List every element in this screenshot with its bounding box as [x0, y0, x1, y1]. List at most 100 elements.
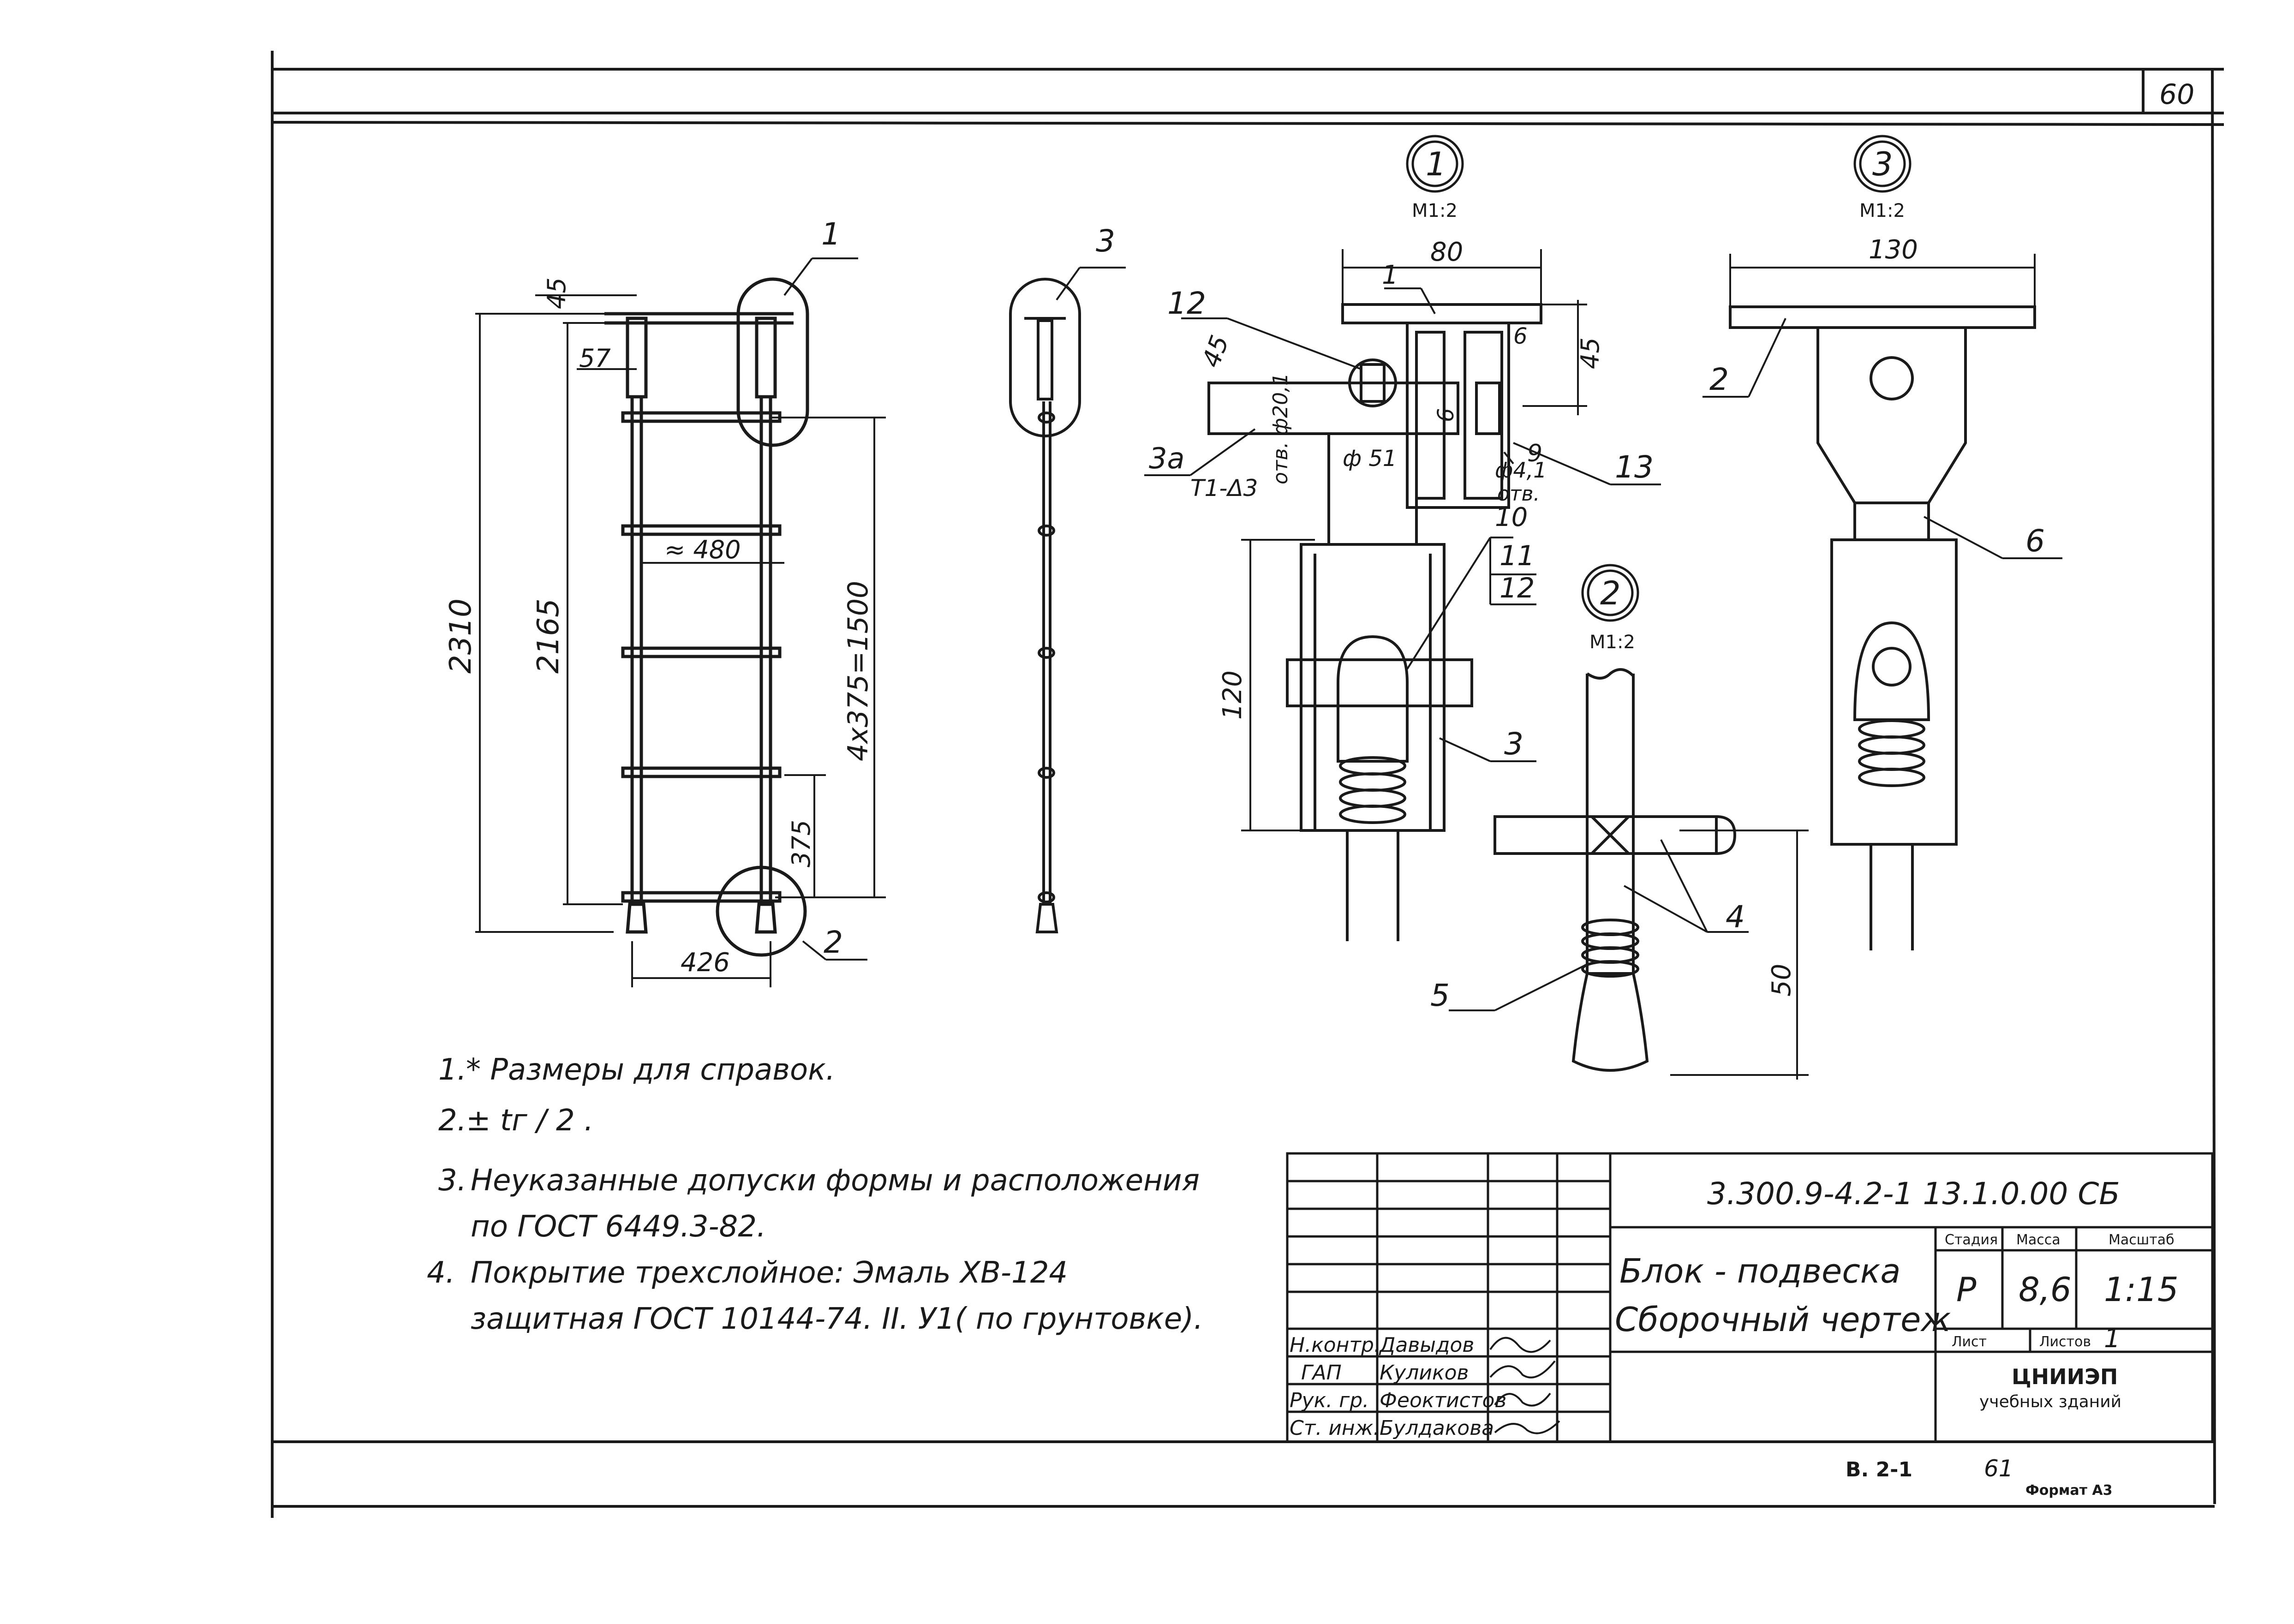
view-3-marker — [1853, 135, 1912, 193]
view-3-number: 3 — [1872, 145, 1893, 183]
view-1-scale: М1:2 — [1412, 200, 1458, 221]
callout-3a: 3а — [1149, 442, 1184, 475]
note-1-num: 1. — [438, 1053, 466, 1087]
dim-80: 80 — [1430, 237, 1463, 267]
signer-role: ГАП — [1301, 1361, 1342, 1385]
callout-4: 4 — [1726, 899, 1745, 935]
title-line-1: Блок - подвеска — [1619, 1252, 1901, 1290]
ladder-dimensions — [475, 294, 886, 987]
dim-50: 50 — [1767, 964, 1797, 997]
callout-5: 5 — [1430, 978, 1450, 1013]
col-scale: Масштаб — [2109, 1232, 2175, 1248]
callout-12: 11 — [1499, 540, 1535, 572]
signer-role: Ст. инж. — [1290, 1416, 1380, 1440]
view-3-scale: М1:2 — [1859, 200, 1905, 221]
signer-role: Рук. гр. — [1290, 1389, 1369, 1412]
view-1-dimensions — [1241, 249, 1587, 831]
ladder-side-view — [1009, 278, 1081, 933]
dim-57: 57 — [579, 344, 611, 373]
view-2-scale: М1:2 — [1589, 632, 1635, 653]
dim-426: 426 — [681, 948, 730, 978]
dim-phi20: отв. ф20,1 — [1269, 373, 1292, 484]
signer-role: Н.контр. — [1290, 1333, 1380, 1357]
ladder-front-view — [604, 277, 809, 957]
page-number: 60 — [2159, 78, 2194, 111]
org-line-1: ЦНИИЭП — [2012, 1364, 2118, 1389]
note-3-text: Неуказанные допуски формы и расположения — [471, 1164, 1200, 1198]
doc-code: 3.300.9-4.2-1 13.1.0.00 СБ — [1707, 1176, 2120, 1212]
note-3-text2: по ГОСТ 6449.3-82. — [471, 1210, 766, 1244]
note-4-num: 4. — [427, 1256, 455, 1290]
callout-1-view1: 1 — [1382, 260, 1398, 290]
org-line-2: учебных зданий — [1979, 1392, 2121, 1411]
dim-120: 120 — [1218, 670, 1248, 720]
signer-name: Феоктистов — [1380, 1389, 1506, 1412]
callout-8: 12 — [1167, 286, 1206, 321]
signers: Н.контр. Давыдов ГАП Куликов Рук. гр. Фе… — [1290, 1333, 1506, 1440]
dim-phi41: ф4,1 — [1495, 458, 1547, 483]
view-3-dimensions — [1703, 254, 2062, 559]
view-1-number: 1 — [1426, 145, 1446, 183]
callout-2-view3: 2 — [1709, 362, 1729, 397]
view-2-marker — [1581, 564, 1639, 622]
view-2-number: 2 — [1600, 574, 1621, 612]
note-2-num: 2. — [438, 1104, 466, 1138]
footer-page: 61 — [1984, 1455, 2013, 1482]
dim-130: 130 — [1869, 235, 1918, 265]
view-1-leaders — [1144, 287, 1661, 762]
signer-name: Давыдов — [1379, 1333, 1474, 1357]
dim-2310: 2310 — [444, 598, 478, 674]
callout-2-ladder: 2 — [824, 925, 843, 960]
weld-symbol: Т1-Δ3 — [1190, 475, 1258, 502]
callout-13: 12 — [1499, 572, 1535, 604]
note-1-text: * Размеры для справок. — [466, 1053, 835, 1087]
callout-11: 10 — [1495, 502, 1528, 532]
callout-9: 13 — [1615, 449, 1654, 485]
dim-6b: 6 — [1433, 408, 1459, 422]
mass-value: 8,6 — [2019, 1270, 2072, 1309]
view-3-drawing — [1729, 305, 2036, 950]
callout-3-view1: 3 — [1504, 726, 1523, 762]
sheets-value: 1 — [2104, 1324, 2121, 1354]
notes: 1. * Размеры для справок. 2. ± tг / 2 . … — [427, 1053, 1203, 1336]
view-2-dimensions — [1449, 830, 1809, 1080]
sheet-label: Лист — [1952, 1334, 1987, 1350]
callout-3-ladder: 3 — [1096, 223, 1115, 259]
stage-value: Р — [1956, 1270, 1977, 1309]
sheets-label: Листов — [2039, 1334, 2091, 1350]
dim-6: 6 — [1513, 323, 1528, 349]
note-3-num: 3. — [438, 1164, 466, 1198]
footer-code: В. 2-1 — [1846, 1458, 1912, 1481]
note-2-text: ± tг / 2 . — [466, 1104, 593, 1138]
title-block — [1286, 1152, 2214, 1443]
note-4-text2: защитная ГОСТ 10144-74. II. У1( по грунт… — [471, 1302, 1203, 1336]
title-line-2: Сборочный чертеж — [1615, 1300, 1951, 1339]
format-label: Формат А3 — [2025, 1482, 2113, 1499]
sheet-frame — [271, 51, 2224, 1518]
signatures — [1489, 1337, 1560, 1434]
signer-name: Булдакова — [1380, 1416, 1494, 1440]
dim-45-v1a: 45 — [1576, 337, 1605, 369]
dim-375: 375 — [787, 820, 816, 867]
signer-name: Куликов — [1380, 1361, 1469, 1385]
col-stage: Стадия — [1945, 1232, 1998, 1248]
col-mass: Масса — [2016, 1232, 2061, 1248]
dim-480: ≈ 480 — [664, 535, 741, 564]
dim-2165: 2165 — [532, 598, 566, 674]
ladder-rungs — [621, 411, 782, 903]
view-1-marker — [1406, 135, 1464, 193]
dim-4x375: 4x375=1500 — [842, 581, 874, 761]
ladder-leaders — [783, 257, 1126, 961]
callout-10: 9 — [1527, 440, 1542, 467]
view-1-drawing — [1207, 303, 1542, 941]
dim-45-top: 45 — [542, 277, 571, 309]
dim-phi41-hole: отв. — [1497, 482, 1540, 506]
view-2-drawing — [1493, 668, 1737, 1072]
note-4-text: Покрытие трехслойное: Эмаль ХВ-124 — [471, 1256, 1068, 1290]
scale-value: 1:15 — [2104, 1270, 2179, 1309]
callout-7: 6 — [2025, 523, 2045, 559]
dim-phi51: ф 51 — [1343, 446, 1397, 472]
callout-1-ladder: 1 — [821, 216, 841, 252]
dim-45-v1b: 45 — [1196, 331, 1235, 371]
